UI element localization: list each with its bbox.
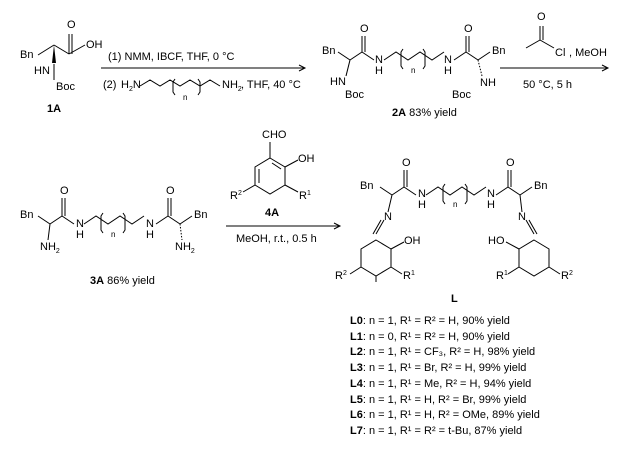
step3-line1: MeOH, r.t., 0.5 h	[236, 233, 317, 245]
4A-r2: R2	[230, 190, 242, 202]
structure-L	[349, 170, 561, 282]
amine-n: n	[183, 93, 188, 102]
4A-cho: CHO	[262, 129, 287, 141]
2A-n2: N	[444, 54, 452, 66]
2A-caption: 2A 83% yield	[392, 107, 457, 119]
structure-4A	[242, 142, 299, 195]
structure-3A	[37, 198, 193, 241]
3A-bn2: Bn	[194, 209, 208, 221]
amine-h2n-left: H2N	[121, 79, 141, 94]
2A-bn2: Bn	[492, 45, 506, 57]
3A-n: n	[111, 230, 116, 239]
2A-o1: O	[360, 23, 369, 35]
arrow-step3	[226, 222, 342, 230]
L-bn1: Bn	[360, 180, 374, 192]
L-imine-n1: N	[384, 211, 392, 223]
ligand-row: L6: n = 1, R¹ = H, R² = OMe, 89% yield	[350, 409, 540, 422]
L-r2a: R2	[335, 270, 347, 282]
2A-o2: O	[464, 23, 473, 35]
2A-h2: H	[444, 65, 452, 77]
structure-2A	[337, 36, 491, 77]
4A-r1: R1	[299, 190, 311, 202]
3A-bn1: Bn	[20, 209, 34, 221]
L-n: n	[453, 200, 458, 209]
3A-nh2a: NH2	[40, 241, 60, 256]
step1-line2: (2)	[103, 79, 117, 91]
acetyl-o: O	[537, 11, 546, 23]
1A-boc: Boc	[56, 81, 75, 93]
2A-h1: H	[375, 65, 383, 77]
L-h2: H	[487, 199, 495, 211]
2A-n: n	[411, 66, 416, 75]
structure-1A	[37, 34, 86, 80]
L-h1: H	[418, 199, 426, 211]
L-oh1: OH	[404, 235, 421, 247]
step1-line1: (1) NMM, IBCF, THF, 0 °C	[108, 51, 235, 63]
ligand-row: L1: n = 0, R¹ = R² = H, 90% yield	[350, 330, 510, 343]
step2-line2: 50 °C, 5 h	[523, 79, 573, 91]
3A-o1: O	[60, 185, 69, 197]
3A-nh2b: NH2	[175, 241, 195, 256]
3A-n2: N	[146, 218, 154, 230]
ligand-row: L4: n = 1, R¹ = Me, R² = H, 94% yield	[350, 377, 532, 390]
1A-oh: OH	[86, 39, 103, 51]
ligand-row: L0: n = 1, R¹ = R² = H, 90% yield	[350, 315, 510, 327]
3A-n1: N	[76, 218, 84, 230]
L-r1a: R1	[403, 270, 415, 282]
3A-o2: O	[166, 185, 175, 197]
L-o1: O	[402, 157, 411, 169]
L-n1: N	[418, 188, 426, 200]
L-r2b: R2	[561, 270, 573, 282]
ligand-row: L5: n = 1, R¹ = H, R² = Br, 99% yield	[350, 393, 527, 406]
3A-h2: H	[146, 229, 154, 241]
1A-nh: HN	[34, 65, 50, 77]
1A-label: 1A	[47, 103, 62, 115]
ligand-list: L0: n = 1, R¹ = R² = H, 90% yield L1: n …	[350, 314, 540, 440]
1A-o: O	[67, 19, 76, 31]
2A-n1: N	[375, 54, 383, 66]
L-r1b: R1	[496, 270, 508, 282]
2A-boc2: Boc	[452, 89, 471, 101]
L-bn2: Bn	[534, 180, 548, 192]
step1-line2-tail: , THF, 40 °C	[241, 79, 301, 91]
acetyl-chloride	[525, 26, 555, 49]
L-imine-n2: N	[518, 211, 526, 223]
amine-nh2-right: NH2	[222, 79, 242, 94]
L-n2: N	[487, 188, 495, 200]
2A-bn1: Bn	[322, 45, 336, 57]
acetyl-cl: Cl	[555, 47, 566, 59]
4A-label: 4A	[265, 207, 280, 219]
3A-h1: H	[76, 229, 84, 241]
3A-caption: 3A 86% yield	[90, 275, 155, 287]
ligand-row: L3: n = 1, R¹ = Br, R² = H, 99% yield	[350, 362, 527, 375]
arrow-step2	[500, 64, 610, 72]
ligand-row: L7: n = 1, R¹ = R² = t-Bu, 87% yield	[350, 424, 523, 437]
1A-bn: Bn	[20, 49, 34, 61]
L-o2: O	[506, 157, 515, 169]
2A-nh3: NH	[480, 77, 496, 89]
L-label: L	[451, 293, 458, 305]
ligand-row: L2: n = 1, R¹ = CF₃, R² = H, 98% yield	[350, 346, 536, 359]
2A-boc1: Boc	[345, 89, 364, 101]
L-ho2: HO	[488, 235, 505, 247]
step2-line1: , MeOH	[569, 47, 607, 59]
diamine-reagent	[139, 78, 221, 96]
arrow-step1	[101, 64, 307, 72]
4A-oh: OH	[298, 153, 315, 165]
2A-hn1: HN	[330, 76, 346, 88]
